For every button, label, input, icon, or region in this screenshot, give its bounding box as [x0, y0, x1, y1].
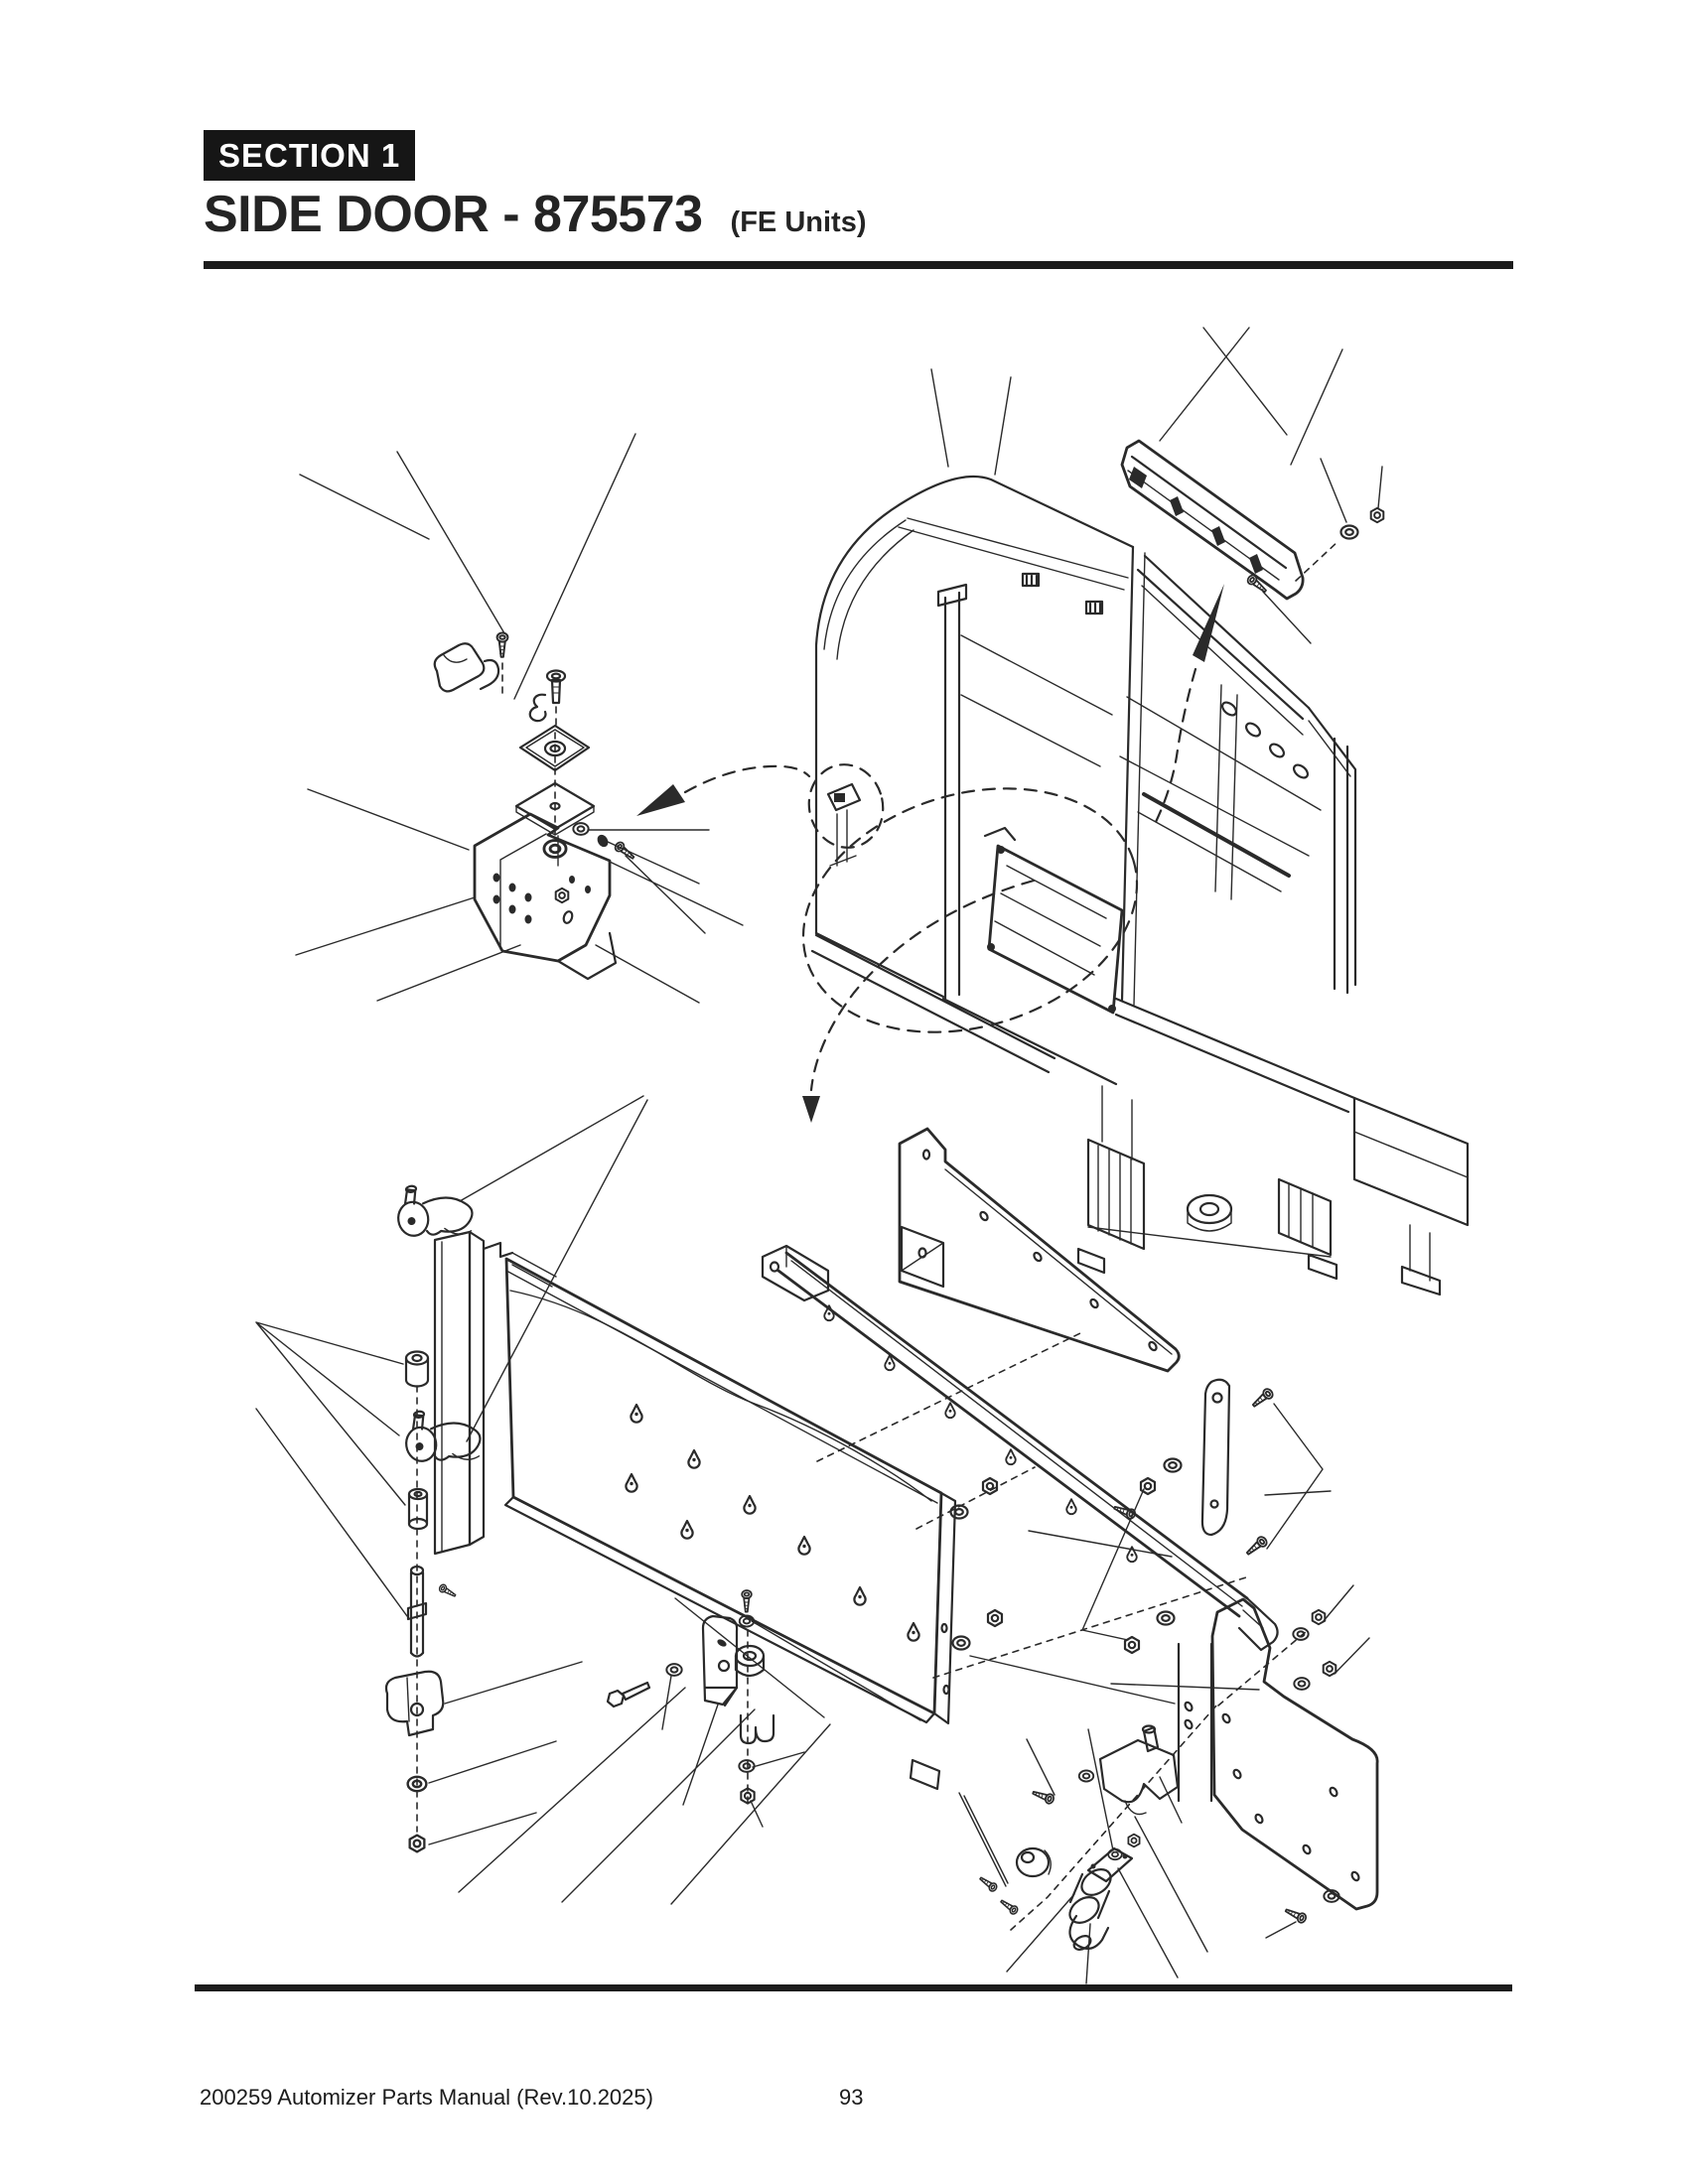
machine-hood — [814, 476, 1135, 935]
page-title: SIDE DOOR - 875573 — [204, 186, 703, 243]
machine-roller — [1186, 1193, 1233, 1232]
machine-chute — [1352, 1096, 1470, 1227]
lower-backing-panel — [1110, 1584, 1379, 1911]
inner-door-slab — [983, 826, 1124, 1015]
nut-plate — [518, 724, 591, 772]
wiper-strip — [761, 1244, 1279, 1652]
up-arrow — [1193, 584, 1224, 662]
door-panel — [433, 1230, 957, 1791]
hinge-block — [473, 812, 618, 981]
left-arrow — [636, 784, 685, 816]
u-clip — [739, 1713, 775, 1745]
small-callout-oval — [807, 763, 885, 849]
down-arrow — [802, 1096, 820, 1123]
latch-assembly — [1006, 1704, 1340, 1984]
washer-glyph — [572, 822, 590, 836]
frame-holes — [1220, 701, 1310, 779]
footer-manual-ref: 200259 Automizer Parts Manual (Rev.10.20… — [200, 2085, 653, 2110]
machine-pillar — [943, 591, 961, 1001]
page-title-row: SIDE DOOR - 875573 (FE Units) — [204, 185, 866, 244]
screw-glyph — [495, 631, 509, 658]
hinge-wedge-bracket — [384, 1670, 445, 1737]
rubber-bumper — [1015, 1846, 1052, 1878]
deflector-strip-part — [1120, 327, 1385, 824]
header-rule — [204, 261, 1513, 269]
latch-bracket — [1098, 1724, 1183, 1824]
sleeve-spacer — [407, 1487, 429, 1531]
screw-glyph — [437, 1582, 459, 1600]
washer-glyph — [542, 839, 568, 859]
side-door-exploded — [255, 1095, 1379, 1984]
strip-end-plate — [1200, 1378, 1231, 1537]
flat-screw — [545, 669, 567, 732]
latch-solenoid — [1068, 1833, 1141, 1951]
footer-page-number: 93 — [839, 2085, 864, 2110]
keeper-bracket — [701, 1614, 739, 1707]
hinge-hardware-stack — [255, 1095, 648, 1853]
hex-bolt — [606, 1681, 651, 1708]
screw-glyph — [1243, 1534, 1270, 1559]
side-latch-detail — [826, 782, 862, 867]
stack-leader-lines — [255, 1321, 583, 1845]
screw-glyph — [1249, 1386, 1276, 1411]
nut-glyph — [1369, 506, 1385, 524]
large-callout-oval — [801, 787, 1139, 1033]
machine-legs — [1076, 1085, 1442, 1297]
page-subtitle: (FE Units) — [730, 206, 867, 238]
bracket-leader-lines — [295, 788, 744, 1004]
lock-nut — [597, 834, 609, 848]
footer-rule — [195, 1984, 1512, 1991]
machine-overview — [810, 368, 1470, 1297]
hinge-pin — [406, 1565, 428, 1658]
nut-glyph — [408, 1834, 426, 1853]
mid-fasteners — [816, 1331, 1332, 1705]
upper-backing-panel — [898, 1127, 1324, 1559]
section-badge: SECTION 1 — [204, 130, 416, 181]
washer-glyph — [1339, 524, 1359, 540]
mount-bracket-detail — [295, 433, 744, 1004]
bushing — [404, 1350, 430, 1388]
needle-pointer — [958, 1792, 1021, 1917]
strip-leader-lines — [1159, 327, 1343, 466]
s-hook — [528, 693, 547, 723]
clamp-part — [433, 642, 500, 693]
hood-vent-patch — [1021, 572, 1104, 615]
bottom-bracket-hardware — [458, 1589, 1021, 1917]
screw-glyph — [613, 839, 637, 863]
bottom-leader-lines — [458, 1597, 921, 1905]
flow-arrows — [636, 763, 1139, 1123]
